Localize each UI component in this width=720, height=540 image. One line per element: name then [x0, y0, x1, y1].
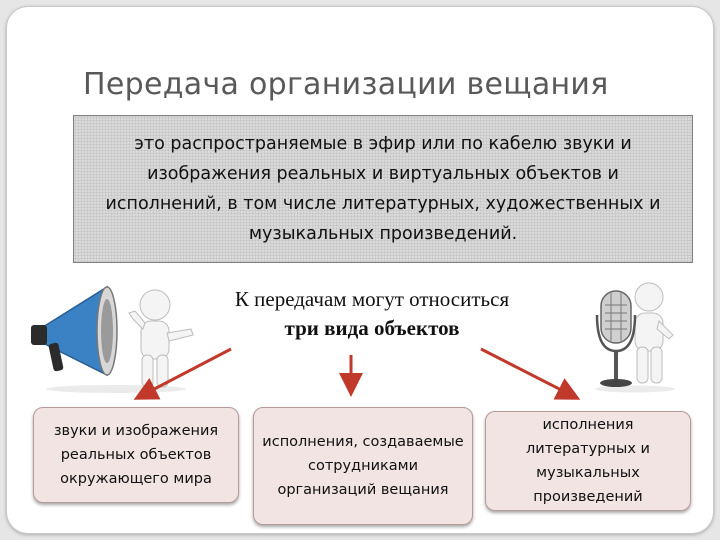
intro-text: К передачам могут относиться три вида об… [157, 285, 587, 343]
definition-text: это распространяемые в эфир или по кабел… [105, 134, 661, 244]
category-text: исполнения литературных и музыкальных пр… [526, 417, 650, 505]
category-box-real-objects: звуки и изображения реальных объектов ок… [33, 407, 239, 503]
slide: Передача организации вещания это распрос… [6, 6, 714, 534]
megaphone-person-illustration [31, 285, 194, 393]
arrow-right [480, 347, 581, 400]
definition-box: это распространяемые в эфир или по кабел… [73, 115, 693, 263]
person-figure [128, 289, 194, 388]
person-figure [634, 282, 674, 384]
megaphone-icon [31, 285, 118, 377]
intro-line-2: три вида объектов [284, 316, 460, 340]
arrows [133, 347, 581, 400]
category-box-literary-musical: исполнения литературных и музыкальных пр… [485, 411, 691, 511]
category-text: исполнения, создаваемые сотрудниками орг… [262, 434, 464, 498]
arrow-left [133, 347, 232, 400]
category-text: звуки и изображения реальных объектов ок… [53, 423, 219, 487]
slide-title: Передача организации вещания [83, 67, 609, 102]
microphone-icon [595, 290, 637, 387]
intro-line-1: К передачам могут относиться [234, 287, 510, 311]
microphone-person-illustration [595, 282, 675, 393]
category-box-staff-performances: исполнения, создаваемые сотрудниками орг… [253, 407, 473, 525]
